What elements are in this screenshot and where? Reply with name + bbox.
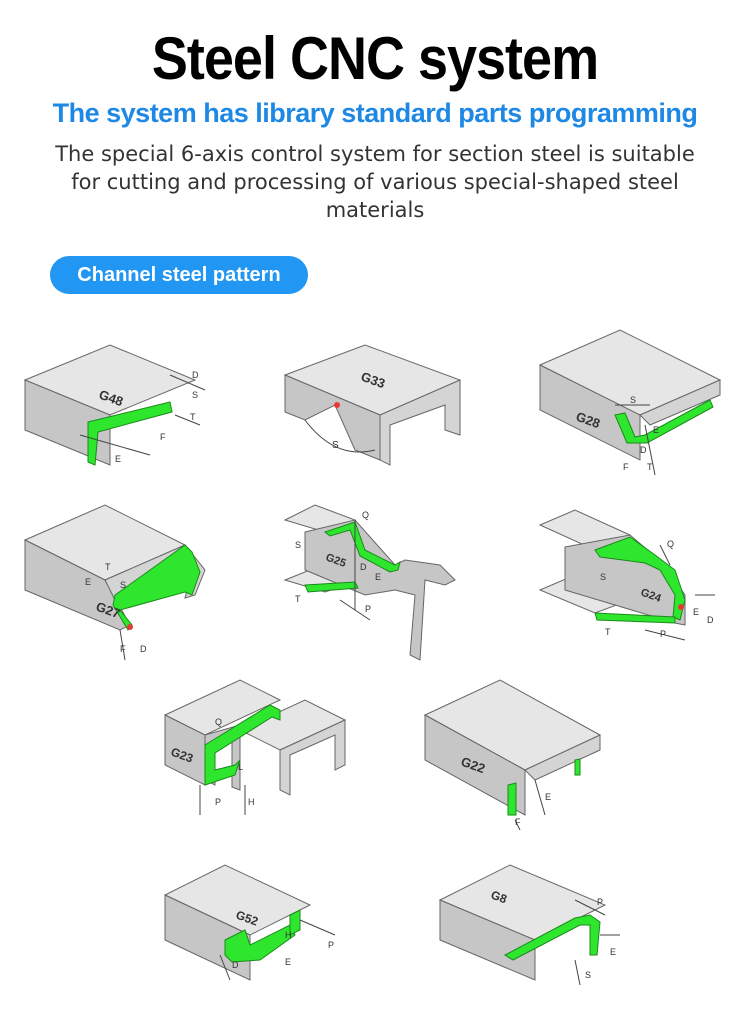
dim-label: F — [160, 432, 166, 442]
dim-label: F — [623, 462, 629, 472]
dim-label: S — [585, 970, 591, 980]
dim-label: E — [693, 607, 699, 617]
page-title: Steel CNC system — [151, 25, 599, 93]
dim-label: P — [660, 629, 666, 639]
dim-label: T — [105, 562, 111, 572]
dim-label: E — [653, 425, 659, 435]
dim-label: L — [238, 762, 243, 772]
part-g23: G23 Q L P H — [160, 675, 355, 820]
dim-label: E — [285, 957, 291, 967]
dim-label: D — [140, 644, 147, 654]
dim-label: T — [190, 412, 196, 422]
dim-label: Q — [667, 539, 674, 549]
dim-label: S — [192, 390, 198, 400]
dim-label: Q — [215, 717, 222, 727]
section-label-pill: Channel steel pattern — [50, 256, 308, 294]
dim-label: E — [610, 947, 616, 957]
dim-label: D — [232, 960, 239, 970]
dim-label: S — [630, 395, 636, 405]
dim-label: P — [597, 897, 603, 907]
page-subtitle: The system has library standard parts pr… — [52, 98, 698, 128]
dim-label: P — [365, 604, 371, 614]
dim-label: P — [328, 940, 334, 950]
part-g28: G28 S E D T F — [535, 325, 730, 490]
part-code: G8 — [489, 888, 509, 907]
dim-label: S — [600, 572, 606, 582]
dim-label: D — [360, 562, 367, 572]
part-g48: G48 D S T F E — [20, 340, 220, 470]
dim-label: E — [375, 572, 381, 582]
dim-label: T — [605, 627, 611, 637]
dim-label: H — [285, 930, 292, 940]
dim-label: E — [85, 577, 91, 587]
dim-label: D — [707, 615, 714, 625]
description-text: The special 6-axis control system for se… — [55, 142, 695, 222]
dim-label: T — [647, 462, 653, 472]
dim-label: S — [295, 540, 301, 550]
part-g24: G24 Q S E D T P — [535, 505, 730, 665]
dim-label: D — [640, 445, 647, 455]
dim-label: Q — [362, 510, 369, 520]
dim-label: S — [332, 440, 339, 451]
part-g25: G25 Q S D E T P — [280, 500, 470, 665]
part-g33: G33 S — [280, 340, 470, 470]
dim-label: H — [248, 797, 255, 807]
part-g22: G22 E F — [420, 675, 610, 835]
part-g52: G52 H P D E — [160, 860, 355, 985]
part-g8: G8 P E S — [435, 860, 630, 990]
dim-label: S — [120, 580, 126, 590]
dim-label: E — [545, 792, 551, 802]
part-g27: G27 T S E F D — [20, 500, 220, 665]
dim-label: F — [515, 817, 521, 827]
dim-label: D — [192, 370, 199, 380]
dim-label: P — [215, 797, 221, 807]
dim-label: F — [120, 644, 126, 654]
dim-label: T — [295, 594, 301, 604]
dim-label: E — [115, 454, 121, 464]
